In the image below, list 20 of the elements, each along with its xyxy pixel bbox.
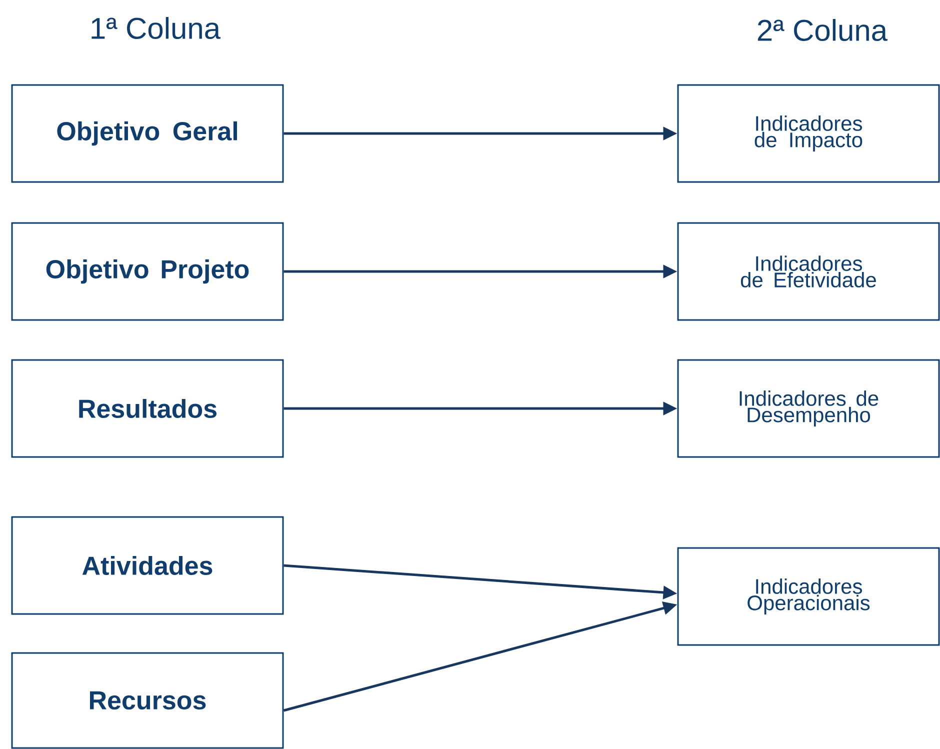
column-heading: 1ª Coluna — [92, 16, 221, 40]
box-text: Indicadores de Desempenho — [740, 390, 878, 426]
box-text: Recursos — [90, 691, 206, 710]
box — [11, 652, 284, 749]
box-text: Indicadores Operacionais — [748, 578, 870, 614]
box-text: Objetivo Geral — [57, 121, 238, 146]
box — [677, 359, 940, 458]
box — [11, 222, 284, 321]
box — [677, 547, 940, 646]
box — [11, 359, 284, 458]
box-text: Indicadores de Efetividade — [740, 256, 876, 288]
box — [677, 84, 940, 183]
box — [11, 516, 284, 615]
box — [11, 84, 284, 183]
box-text: Atividades — [82, 556, 212, 576]
box-text: Resultados — [79, 398, 216, 418]
column-heading: 2ª Coluna — [758, 18, 888, 42]
box-text: Objetivo Projeto — [46, 259, 249, 284]
box-text: Indicadores de Impacto — [754, 116, 862, 152]
box — [677, 222, 940, 321]
